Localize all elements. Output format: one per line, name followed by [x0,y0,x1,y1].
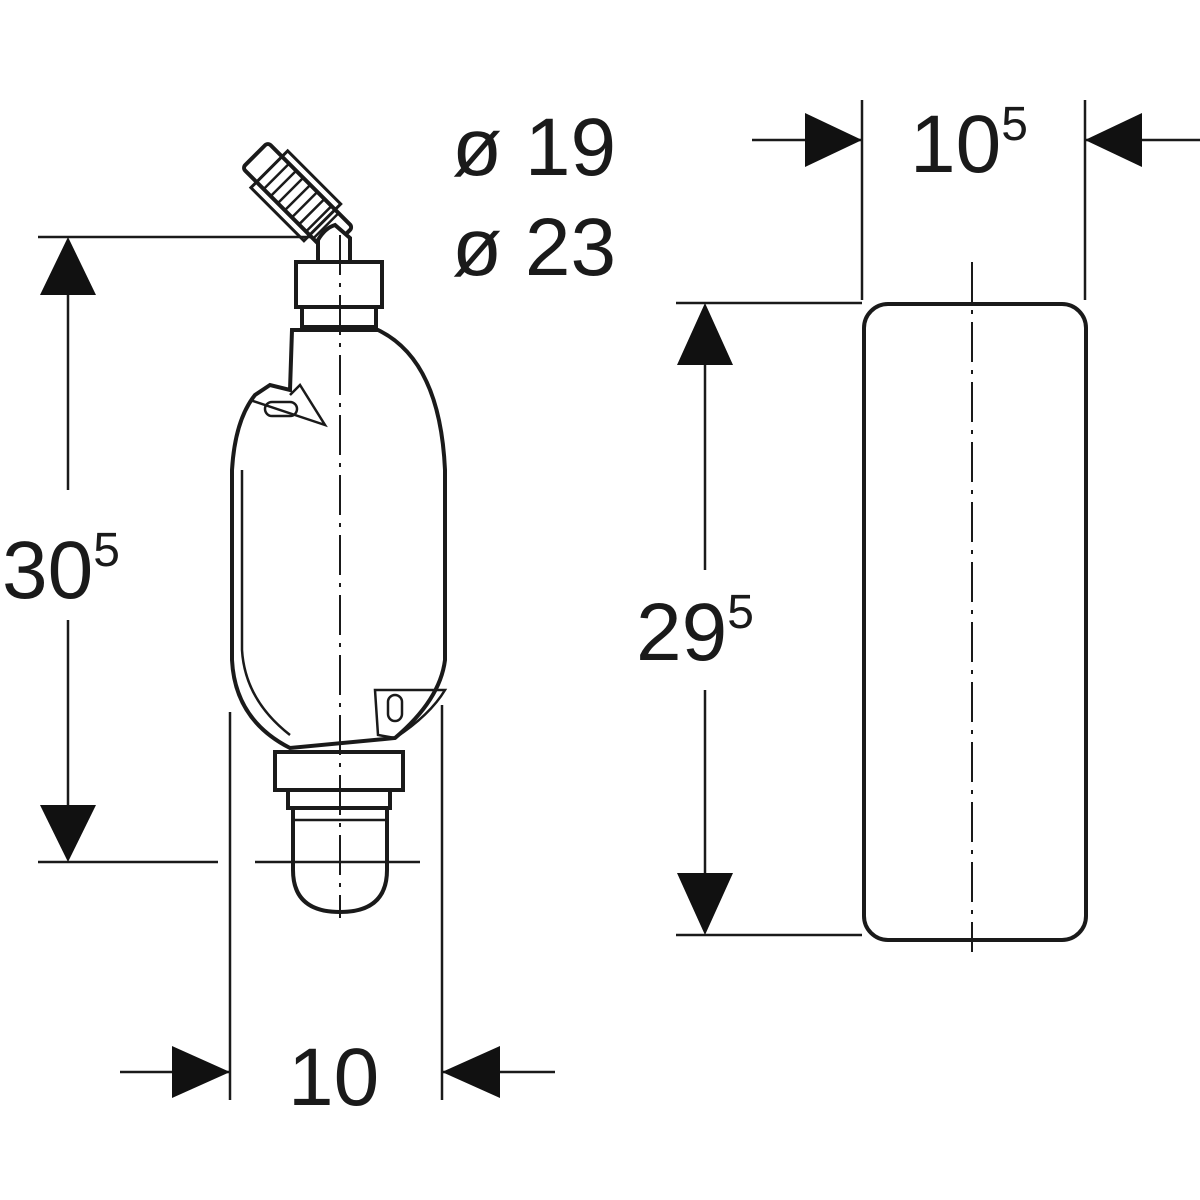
right-height-label: 29 [636,587,727,678]
right-width-label: 10 [910,99,1001,190]
float-valve-drawing [230,142,448,918]
right-width-sup: 5 [1001,98,1028,151]
bottom-width-dimension: 10 [120,705,555,1123]
right-width-dimension: 105 [752,98,1200,300]
svg-text:305: 305 [2,524,120,616]
svg-text:105: 105 [910,98,1028,190]
diameter-23-label: ø 23 [452,202,616,293]
left-height-dimension: 305 [2,235,322,864]
diameter-19-label: ø 19 [452,102,616,193]
right-height-sup: 5 [727,586,754,639]
side-view [862,262,1088,952]
bottom-width-label: 10 [288,1032,379,1123]
svg-text:295: 295 [636,586,754,678]
right-height-dimension: 295 [636,301,862,937]
left-height-label: 30 [2,525,93,616]
left-height-sup: 5 [93,524,120,577]
